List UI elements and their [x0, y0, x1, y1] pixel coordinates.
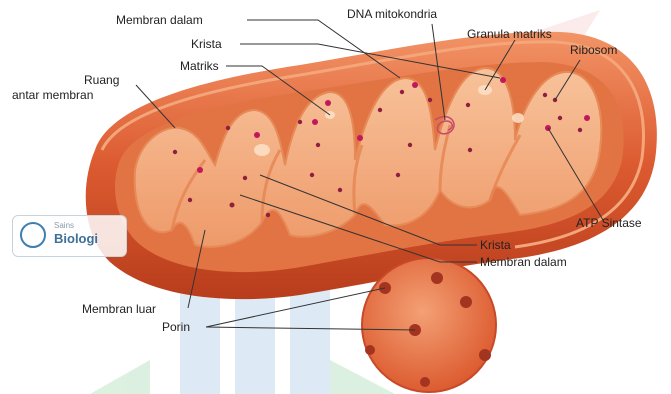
granule — [188, 198, 192, 202]
granule — [243, 176, 247, 180]
granule — [543, 93, 547, 97]
atp-synthase — [312, 119, 318, 125]
mitochondrion-body — [86, 32, 657, 299]
granule — [428, 98, 432, 102]
granule — [266, 213, 270, 217]
porin-hole — [365, 345, 375, 355]
highlight-1 — [254, 144, 270, 156]
watermark-blue-bar-2 — [235, 290, 275, 394]
label-dna-mitokondria: DNA mitokondria — [347, 8, 437, 21]
logo-big-text: Biologi — [54, 231, 98, 246]
porin-hole — [420, 377, 430, 387]
granule — [338, 188, 342, 192]
atp-synthase — [412, 82, 418, 88]
logo-small-text: Sains — [54, 221, 74, 230]
porin-hole — [460, 296, 472, 308]
porin-detail — [362, 258, 496, 392]
granule — [226, 126, 230, 130]
label-ribosom: Ribosom — [570, 44, 617, 57]
watermark-green-left — [90, 360, 150, 394]
granule — [558, 116, 562, 120]
granule — [298, 120, 302, 124]
label-krista-bottom: Krista — [480, 239, 511, 252]
label-atp-sintase: ATP Sintase — [576, 217, 642, 230]
porin-hole — [479, 349, 491, 361]
watermark-blue-bar-3 — [290, 290, 330, 394]
label-membran-dalam-top: Membran dalam — [116, 14, 203, 27]
granule — [378, 108, 382, 112]
label-porin: Porin — [162, 321, 190, 334]
label-krista-top: Krista — [191, 38, 222, 51]
granule — [466, 103, 470, 107]
atp-synthase — [357, 135, 363, 141]
magnifier-dna-icon — [20, 222, 46, 248]
atp-synthase — [500, 77, 506, 83]
label-ruang: Ruang — [84, 74, 119, 87]
label-antar-membran: antar membran — [12, 89, 93, 102]
granule — [400, 90, 404, 94]
atp-synthase — [325, 100, 331, 106]
porin-hole — [431, 272, 443, 284]
label-membran-luar: Membran luar — [82, 303, 156, 316]
label-matriks: Matriks — [180, 60, 219, 73]
granule — [468, 148, 472, 152]
atp-synthase — [254, 132, 260, 138]
atp-synthase — [584, 115, 590, 121]
highlight-3 — [512, 113, 524, 123]
porin-disc — [362, 258, 496, 392]
sains-biologi-logo: Sains Biologi — [12, 215, 127, 257]
granule — [316, 143, 320, 147]
label-granula-matriks: Granula matriks — [467, 28, 552, 41]
granule — [396, 173, 400, 177]
atp-synthase — [197, 167, 203, 173]
granule — [230, 203, 235, 208]
watermark-blue-bar-1 — [180, 290, 220, 394]
granule — [173, 150, 177, 154]
label-membran-dalam-bottom: Membran dalam — [480, 256, 567, 269]
granule — [310, 173, 314, 177]
granule — [408, 143, 412, 147]
granule — [578, 128, 582, 132]
